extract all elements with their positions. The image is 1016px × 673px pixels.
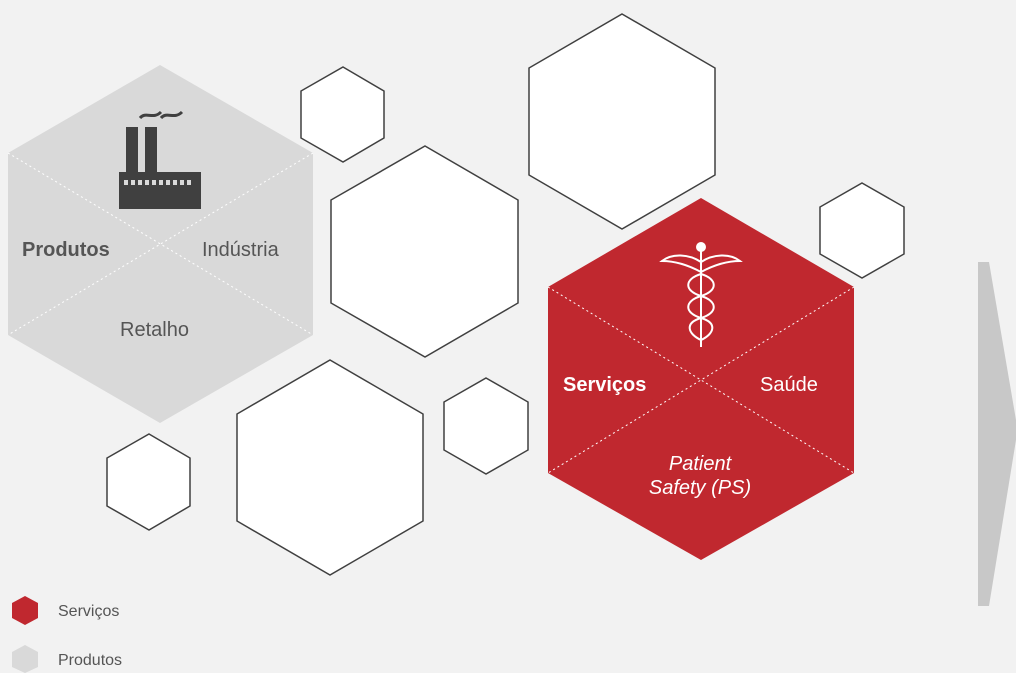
servicos-hexagon xyxy=(547,198,855,560)
legend-swatch-servicos xyxy=(12,596,38,625)
empty-hexagon xyxy=(106,433,191,531)
patient-safety-label: Patient Safety (PS) xyxy=(630,452,770,500)
legend-swatch-produtos xyxy=(12,645,38,673)
patient-safety-line1: Patient xyxy=(668,453,732,475)
saude-label: Saúde xyxy=(760,374,818,396)
legend-label-produtos: Produtos xyxy=(58,652,123,669)
caduceus-icon xyxy=(659,242,743,347)
empty-hexagon xyxy=(300,66,385,163)
servicos-hex-title: Serviços xyxy=(563,374,647,396)
industria-label: Indústria xyxy=(202,239,279,261)
legend-label-servicos: Serviços xyxy=(58,603,120,620)
empty-hexagon xyxy=(443,377,529,475)
right-arrow-icon xyxy=(978,262,1016,606)
produtos-hexagon xyxy=(7,65,314,423)
empty-hexagon xyxy=(236,359,424,576)
retalho-label: Retalho xyxy=(120,319,189,341)
patient-safety-line2: Safety (PS) xyxy=(648,477,752,499)
empty-hexagon xyxy=(528,13,716,230)
factory-icon xyxy=(119,110,201,209)
empty-hexagon xyxy=(819,182,905,279)
produtos-hex-title: Produtos xyxy=(22,239,110,261)
empty-hexagon xyxy=(330,145,519,358)
